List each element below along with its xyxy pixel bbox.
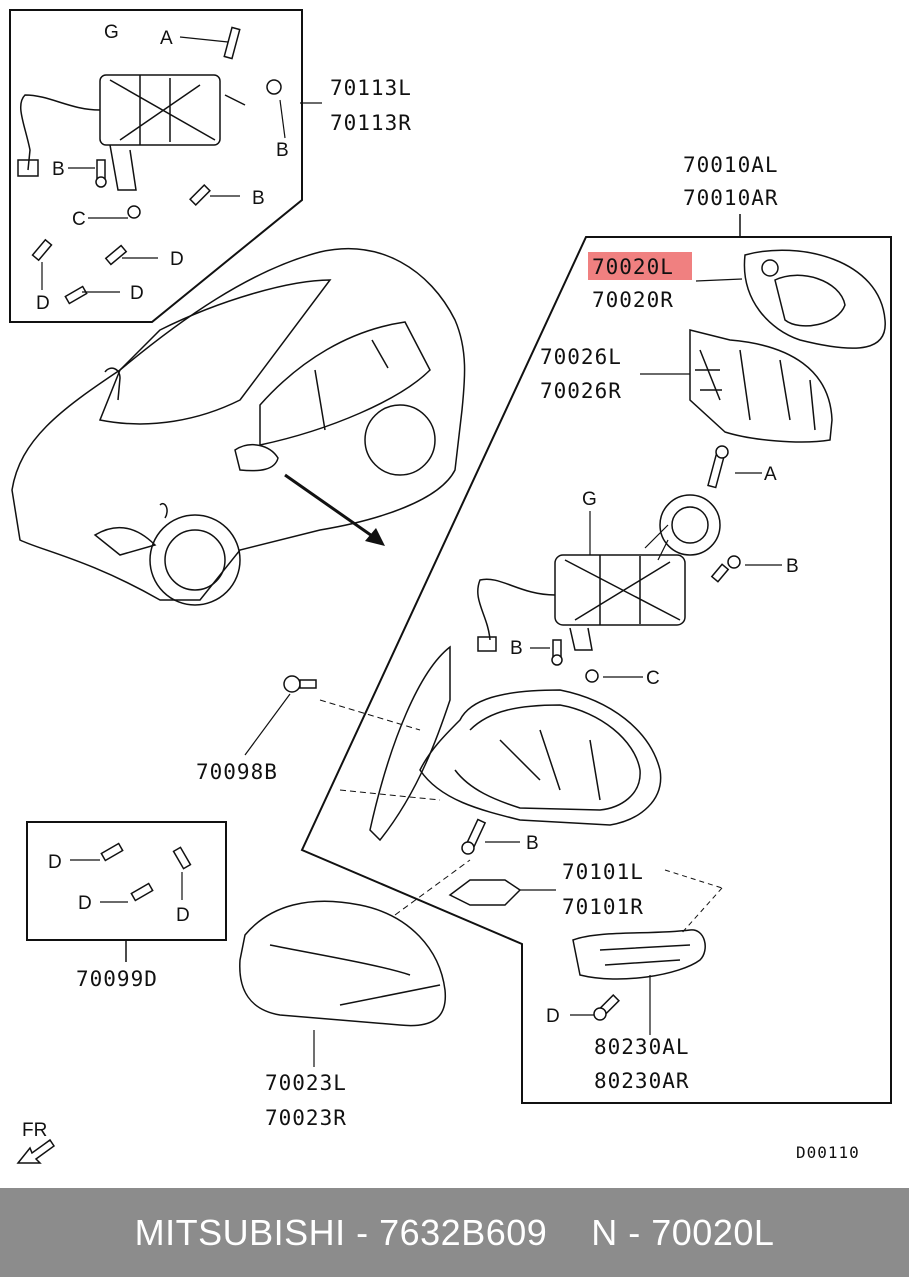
label-mirror-glass-r: 70020R [592,288,674,312]
label-holder-l: 70026L [540,345,622,369]
label-diagram-code: D00110 [796,1143,860,1162]
cable-kit-illustration [17,74,246,191]
screw-set-illustration [100,842,192,902]
label-assembly-r: 70010AR [683,186,779,210]
label-g-inset: G [104,22,119,43]
front-direction-arrow [16,1138,56,1164]
assembly-frame [300,236,892,1104]
label-g-main: G [582,489,597,510]
mirror-housing-illustration [369,645,662,842]
turn-lamp-illustration [572,929,706,980]
label-b-main-1: B [786,556,799,577]
label-cover-r: 70023R [265,1106,347,1130]
label-d-box-2: D [78,893,92,914]
label-b-main-2: B [510,638,523,659]
bracket-illustration [448,879,522,906]
label-b-inset-2: B [52,159,65,180]
footer-ref: N - 70020L [591,1211,775,1253]
label-b-inset-1: B [276,140,289,161]
label-bolt: 70098B [196,760,278,784]
label-c-inset: C [72,209,86,230]
vehicle-illustration [11,247,466,606]
label-b-inset-3: B [252,188,265,209]
label-d-inset-1: D [170,249,184,270]
label-cover-l: 70023L [265,1071,347,1095]
label-b-main-3: B [526,833,539,854]
label-turn-lamp-l: 80230AL [594,1035,690,1059]
label-bracket-l: 70101L [562,860,644,884]
motor-assembly-illustration [477,494,721,652]
label-d-main: D [546,1006,560,1027]
label-holder-r: 70026R [540,379,622,403]
mirror-glass-illustration [743,249,886,349]
cover-illustration [239,900,446,1027]
label-d-inset-3: D [36,293,50,314]
screw-set-frame [26,821,227,941]
label-cable-kit-l: 70113L [330,76,412,100]
highlight-box [588,252,692,280]
label-fr: FR [22,1120,47,1141]
label-bracket-r: 70101R [562,895,644,919]
label-turn-lamp-r: 80230AR [594,1069,690,1093]
label-cable-kit-r: 70113R [330,111,412,135]
assembly-fasteners [283,445,741,1021]
mirror-holder-illustration [689,329,833,443]
part-number-footer: MITSUBISHI - 7632B609 N - 70020L [0,1188,909,1277]
label-c-main: C [646,668,660,689]
parts-diagram: 70113L 70113R 70010AL 70010AR 70020L 700… [9,9,892,1164]
label-screw-set: 70099D [76,967,158,991]
inset-fasteners [31,26,282,305]
label-assembly-l: 70010AL [683,153,779,177]
label-mirror-glass-l: 70020L [592,255,674,279]
label-d-box-1: D [48,852,62,873]
label-d-inset-2: D [130,283,144,304]
inset-frame-cable [9,9,303,323]
footer-brand-part: MITSUBISHI - 7632B609 [134,1211,548,1253]
label-d-box-3: D [176,905,190,926]
label-a-inset: A [160,28,173,49]
label-a-main: A [764,464,777,485]
